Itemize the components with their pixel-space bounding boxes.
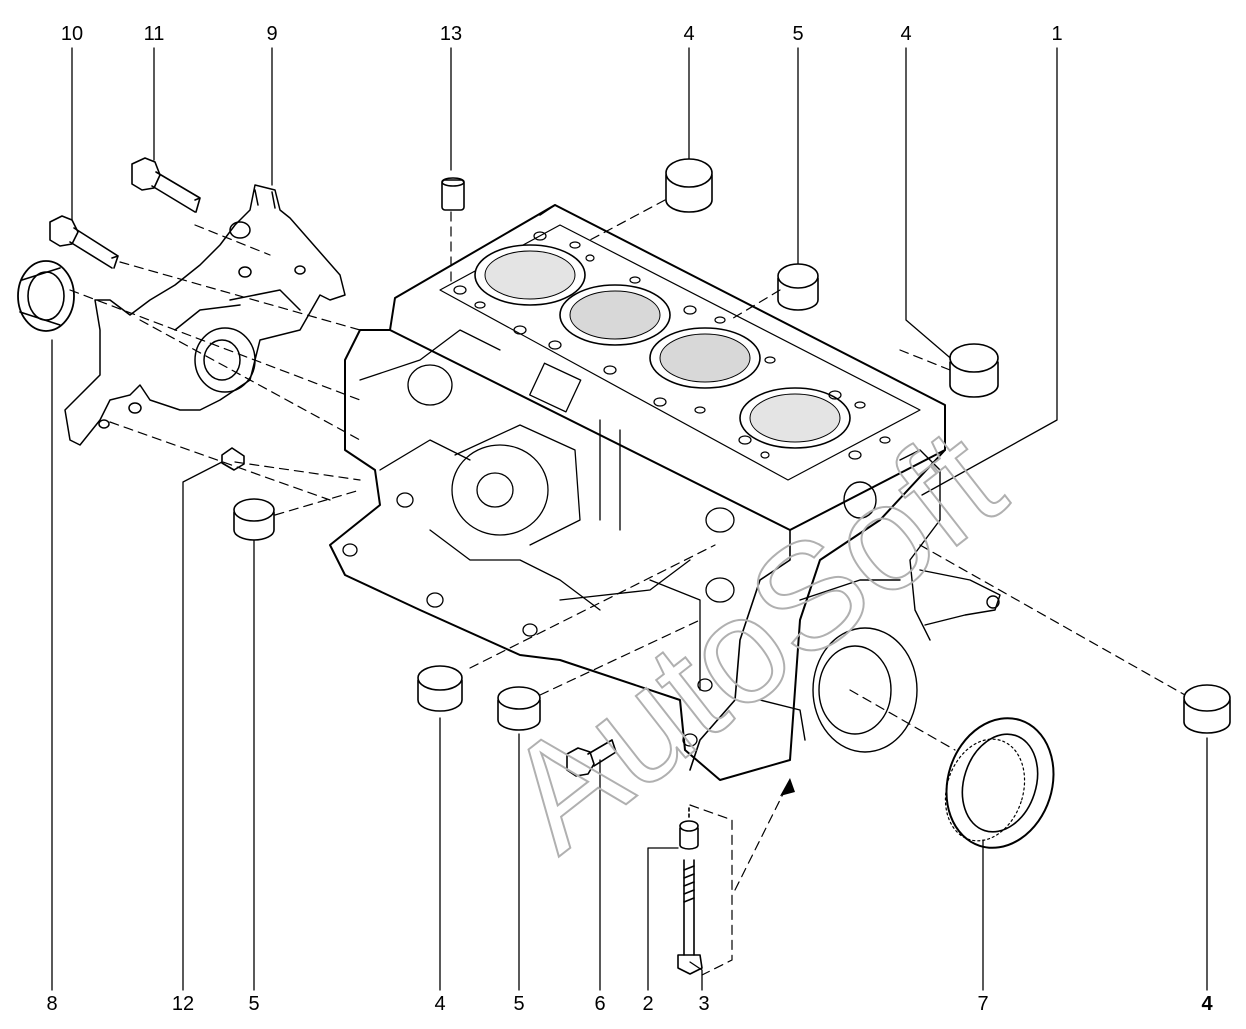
core-plug-5-left [233,498,275,541]
dowel-13 [441,177,465,211]
label-4-top-right: 4 [900,23,912,45]
core-plug-4-right [949,343,999,398]
timing-cover [64,184,346,446]
block-front-details [342,329,735,747]
label-13: 13 [439,23,463,45]
core-plug-4-bottom [417,665,463,712]
label-3: 3 [698,993,710,1015]
cylinder-block [329,204,1001,781]
stud-2 [679,807,699,956]
label-5-bottom-left: 5 [248,993,260,1015]
rear-oil-seal [944,717,1055,849]
label-4-top: 4 [683,23,695,45]
nut-3 [677,954,703,975]
bolt-10 [49,215,119,269]
arrow-head [780,778,795,796]
label-4-bottom: 4 [434,993,446,1015]
front-oil-seal [17,260,75,332]
label-8: 8 [46,993,58,1015]
bolt-6 [566,739,617,777]
cylinder-bores [474,244,851,449]
label-11: 11 [143,23,165,45]
label-10: 10 [60,23,84,45]
leader-12 [182,461,223,991]
leader-4b [905,47,956,363]
leader-3 [689,961,703,991]
label-7: 7 [977,993,989,1015]
label-5-bottom: 5 [513,993,525,1015]
leader-2 [647,847,679,991]
label-2: 2 [642,993,654,1015]
core-plug-5-top [777,263,819,311]
label-5-top: 5 [792,23,804,45]
block-rear-end [759,449,1001,753]
label-1: 1 [1051,23,1063,45]
label-4-bottom-right: 4 [1201,993,1213,1015]
label-6: 6 [594,993,606,1015]
core-plug-4-far-right [1183,684,1231,734]
label-9: 9 [266,23,278,45]
leader-1 [921,47,1058,496]
deck-holes [453,231,891,460]
leader-lines [51,47,1208,991]
core-plug-4-top [665,158,713,213]
bolt-11 [131,157,201,213]
label-12: 12 [171,993,195,1015]
dowel-12 [221,447,245,471]
core-plug-5-bottom [497,686,541,731]
